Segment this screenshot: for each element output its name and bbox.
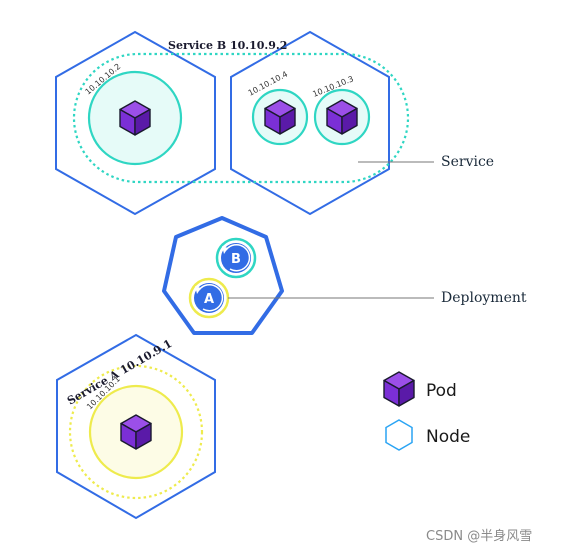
replicaset-b-badge: B <box>215 237 257 279</box>
service-a-boundary <box>68 364 204 500</box>
deployment-callout-label: Deployment <box>441 290 527 306</box>
legend-node-icon <box>385 419 413 451</box>
service-b-title: Service B 10.10.9.2 <box>168 39 287 52</box>
node-hexagon-right <box>230 30 390 216</box>
pod-b-right: 10.10.10.3 <box>311 74 371 146</box>
badge-a-letter: A <box>204 292 214 307</box>
pod-b-left: 10.10.10.2 <box>84 62 183 166</box>
badge-b-letter: B <box>231 252 241 267</box>
watermark: CSDN @半身风雪 <box>426 528 532 544</box>
service-callout-label: Service <box>441 154 494 170</box>
legend-node-label: Node <box>426 427 470 447</box>
replicaset-a-badge: A <box>188 277 230 319</box>
legend-pod: Pod <box>383 371 457 407</box>
legend-pod-label: Pod <box>426 381 457 401</box>
node-hexagon-left <box>55 30 216 216</box>
pod-b-mid: 10.10.10.4 <box>247 70 309 146</box>
legend-pod-icon <box>383 371 415 407</box>
deployment-heptagon <box>162 216 284 335</box>
legend-node: Node <box>385 419 470 451</box>
node-hexagon-bottom <box>56 333 216 520</box>
